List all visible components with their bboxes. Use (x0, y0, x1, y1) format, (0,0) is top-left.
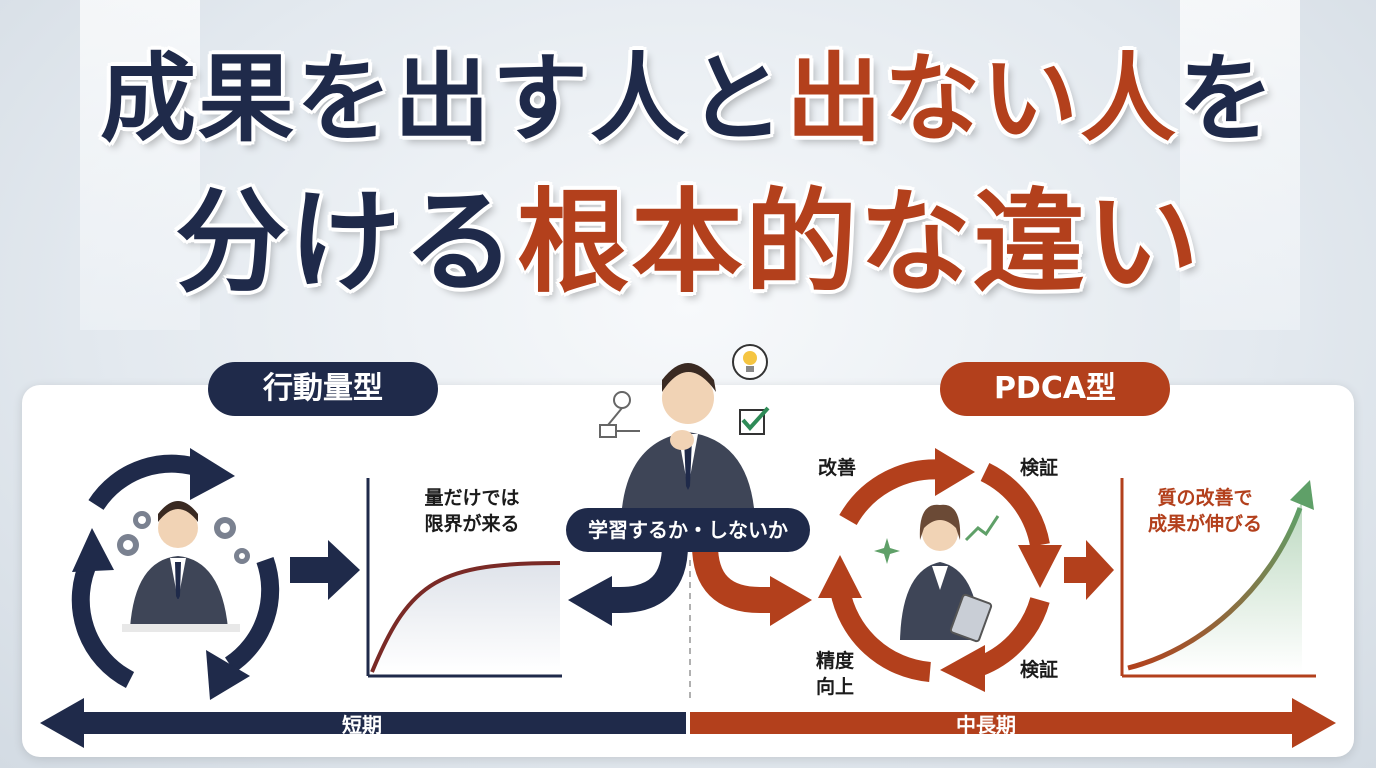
cycle-label-verify-bottom: 検証 (1020, 659, 1059, 681)
cycle-label-accuracy: 精度 向上 (816, 648, 854, 700)
pdca-cycle-icon (830, 459, 1050, 682)
thinking-person-icon (622, 363, 754, 508)
split-arrow-navy (568, 544, 688, 626)
pdca-type-pill: PDCA型 (940, 362, 1170, 416)
cycle-arrowheads (72, 448, 250, 700)
growth-note: 質の改善で 成果が伸びる (1130, 485, 1280, 537)
tablet-icon (949, 593, 993, 643)
timeline-short (40, 698, 686, 748)
headline-line-2: 分ける根本的な違い (0, 178, 1376, 308)
headline-line-1: 成果を出す人と出ない人を (0, 44, 1376, 154)
pdca-arrowheads (818, 448, 1062, 692)
checkmark-icon (739, 406, 770, 435)
flow-arrow-left (290, 540, 360, 600)
plateau-note: 量だけでは 限界が来る (412, 485, 532, 537)
headline-part: 成果を出す人と (100, 43, 786, 155)
lightbulb-icon (732, 344, 768, 380)
sparkle-icon (874, 515, 1000, 564)
question-bubble: 学習するか・しないか (566, 508, 810, 552)
timeline-long-label: 中長期 (956, 713, 1016, 737)
cycle-label-improve: 改善 (818, 457, 857, 479)
action-type-pill: 行動量型 (208, 362, 438, 416)
cycle-label-accuracy-line: 向上 (816, 676, 855, 698)
headline-highlight: 根本的な違い (517, 178, 1201, 308)
person-icon (122, 501, 240, 632)
headline-highlight: 出ない人 (786, 43, 1178, 155)
cycle-label-accuracy-line: 精度 (816, 650, 855, 672)
plateau-note-line: 限界が来る (424, 513, 520, 535)
headline-part: を (1178, 43, 1276, 155)
headline-part: 分ける (175, 178, 517, 308)
split-arrow-rust (692, 544, 812, 626)
plateau-graph (366, 478, 562, 678)
background-window (80, 0, 200, 330)
flow-arrow-right (1064, 540, 1114, 600)
growth-note-line: 質の改善で (1157, 487, 1253, 509)
flowchart-icon (599, 391, 640, 438)
growth-note-line: 成果が伸びる (1147, 513, 1262, 535)
timeline-short-label: 短期 (342, 713, 382, 737)
plateau-note-line: 量だけでは (424, 487, 520, 509)
timeline-long (690, 698, 1336, 748)
background-window (1180, 0, 1300, 330)
growth-graph (1120, 478, 1316, 678)
cycle-label-verify-top: 検証 (1020, 457, 1059, 479)
